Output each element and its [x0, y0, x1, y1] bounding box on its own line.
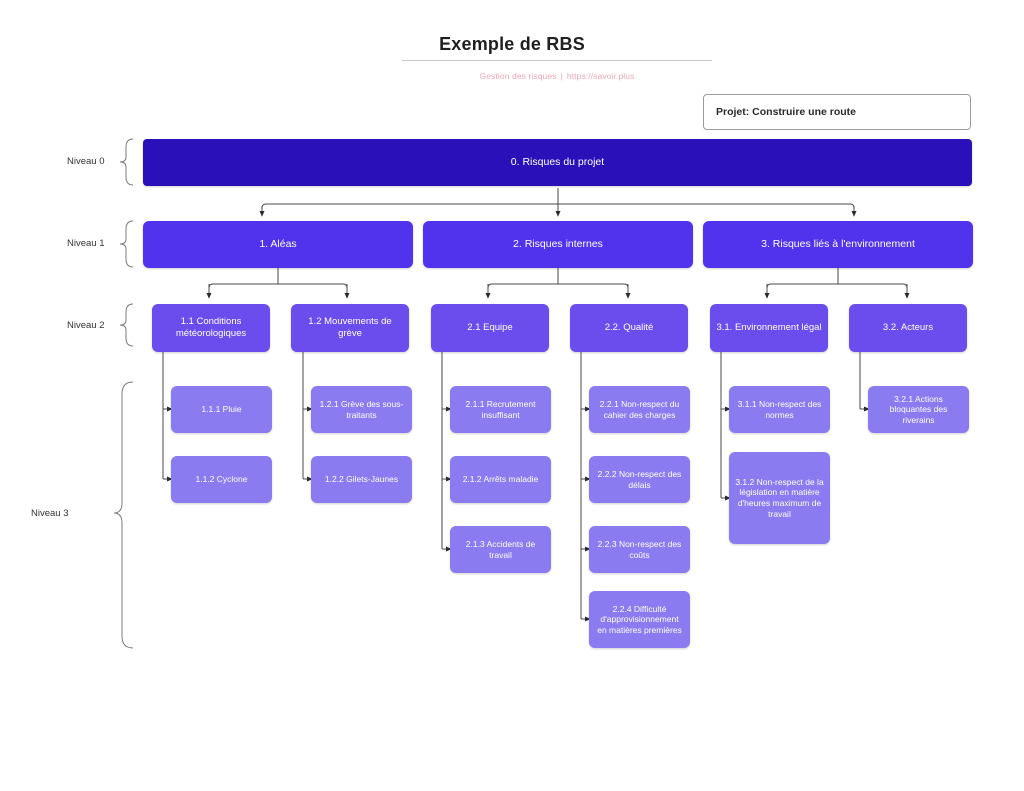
title-divider — [402, 60, 712, 61]
node-1-2-1[interactable]: 1.2.1 Grève des sous-traitants — [311, 386, 412, 433]
node-2-2-2[interactable]: 2.2.2 Non-respect des délais — [589, 456, 690, 503]
level-label-2: Niveau 2 — [67, 320, 105, 331]
node-1-2-2[interactable]: 1.2.2 Gilets-Jaunes — [311, 456, 412, 503]
page-subtitle: Gestion des risques|https://savoir.plus — [412, 71, 702, 81]
node-3-2-1[interactable]: 3.2.1 Actions bloquantes des riverains — [868, 386, 969, 433]
project-label: Projet: Construire une route — [716, 106, 857, 118]
node-2-1-2[interactable]: 2.1.2 Arrêts maladie — [450, 456, 551, 503]
node-2-2-4[interactable]: 2.2.4 Difficulté d'approvisionnement en … — [589, 591, 690, 648]
node-1[interactable]: 1. Aléas — [143, 221, 413, 268]
node-root[interactable]: 0. Risques du projet — [143, 139, 972, 186]
node-1-1[interactable]: 1.1 Conditions météorologiques — [152, 304, 270, 352]
node-2-2[interactable]: 2.2. Qualité — [570, 304, 688, 352]
page-title: Exemple de RBS — [439, 34, 585, 54]
level-braces — [113, 138, 134, 649]
project-box: Projet: Construire une route — [703, 94, 971, 130]
node-3-1[interactable]: 3.1. Environnement légal — [710, 304, 828, 352]
node-3-1-1[interactable]: 3.1.1 Non-respect des normes — [729, 386, 830, 433]
node-3-2[interactable]: 3.2. Acteurs — [849, 304, 967, 352]
level-label-1: Niveau 1 — [67, 238, 105, 249]
node-1-1-2[interactable]: 1.1.2 Cyclone — [171, 456, 272, 503]
node-2-1-1[interactable]: 2.1.1 Recrutement insuffisant — [450, 386, 551, 433]
level-label-3: Niveau 3 — [31, 508, 69, 519]
subtitle-topic: Gestion des risques — [479, 71, 557, 81]
subtitle-link[interactable]: https://savoir.plus — [566, 71, 635, 81]
node-1-2[interactable]: 1.2 Mouvements de grève — [291, 304, 409, 352]
subtitle-separator: | — [560, 71, 563, 81]
node-2-2-3[interactable]: 2.2.3 Non-respect des coûts — [589, 526, 690, 573]
level-label-0: Niveau 0 — [67, 156, 105, 167]
node-1-1-1[interactable]: 1.1.1 Pluie — [171, 386, 272, 433]
node-3[interactable]: 3. Risques liés à l'environnement — [703, 221, 973, 268]
node-2[interactable]: 2. Risques internes — [423, 221, 693, 268]
node-2-2-1[interactable]: 2.2.1 Non-respect du cahier des charges — [589, 386, 690, 433]
node-2-1-3[interactable]: 2.1.3 Accidents de travail — [450, 526, 551, 573]
node-3-1-2[interactable]: 3.1.2 Non-respect de la législation en m… — [729, 452, 830, 544]
node-2-1[interactable]: 2.1 Equipe — [431, 304, 549, 352]
